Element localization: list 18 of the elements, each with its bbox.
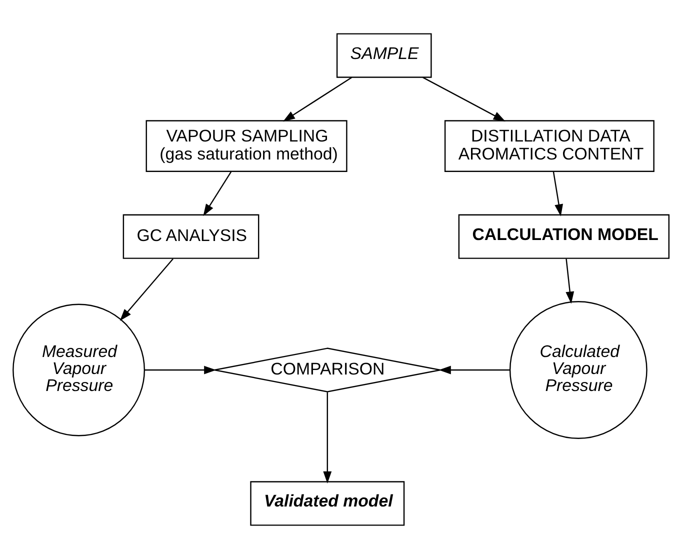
- arrow: [566, 258, 574, 304]
- node-diamond: COMPARISON: [214, 348, 441, 392]
- node-box: Validated model: [250, 481, 405, 526]
- arrow: [282, 76, 352, 122]
- arrow: [144, 366, 216, 374]
- node-box: GC ANALYSIS: [122, 214, 260, 259]
- arrow: [438, 366, 510, 374]
- node-box: SAMPLE: [336, 33, 432, 78]
- arrow: [120, 258, 174, 321]
- arrow: [323, 392, 332, 484]
- arrow: [422, 76, 506, 122]
- arrow: [203, 172, 232, 216]
- node-circle: Measured Vapour Pressure: [12, 304, 146, 436]
- arrow: [552, 172, 564, 216]
- node-box: DISTILLATION DATA AROMATICS CONTENT: [444, 120, 654, 172]
- node-box: VAPOUR SAMPLING (gas saturation method): [146, 120, 348, 172]
- node-circle: Calculated Vapour Pressure: [509, 301, 648, 439]
- node-box: CALCULATION MODEL: [458, 214, 670, 259]
